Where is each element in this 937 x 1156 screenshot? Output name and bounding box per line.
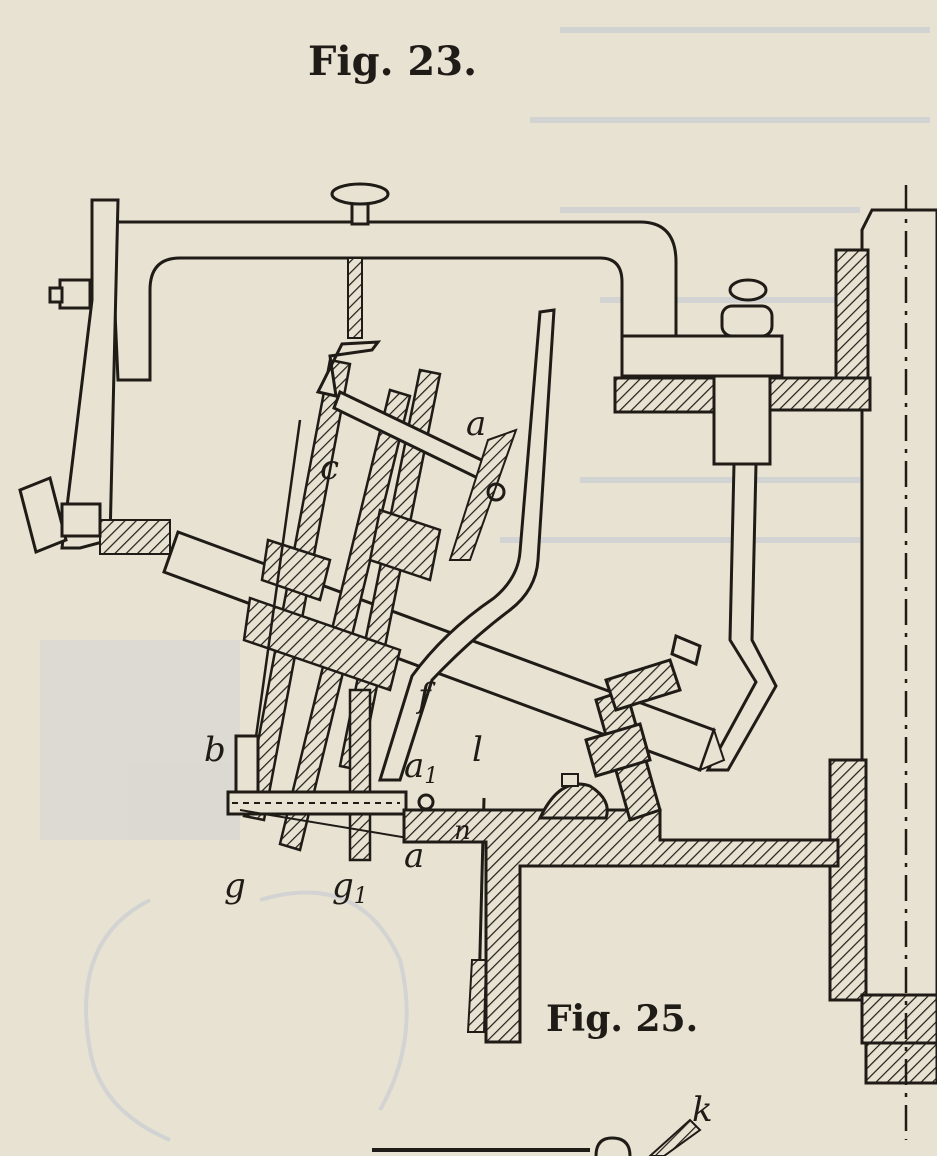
label-b: b <box>204 730 226 770</box>
curved-rod <box>377 308 556 782</box>
figure-25-caption: Fig. 25. <box>546 998 699 1040</box>
label-g1: g1 <box>332 866 368 909</box>
label-a1-base: a <box>404 746 425 786</box>
label-a-top: a <box>466 404 487 444</box>
label-a1-subscript: 1 <box>424 764 439 789</box>
right-bracket <box>613 278 872 772</box>
label-k: k <box>692 1090 713 1130</box>
inclined-rods <box>234 340 518 862</box>
bleed-through-text <box>40 27 930 1142</box>
fig25-fragment <box>372 1118 702 1156</box>
lower-table <box>402 633 840 1044</box>
main-column <box>828 185 937 1140</box>
label-g1-base: g <box>332 866 354 906</box>
label-a-bottom: a <box>404 836 425 876</box>
label-f: f <box>418 676 431 716</box>
lower-plate <box>226 790 488 1033</box>
upper-bracket <box>48 182 678 550</box>
figure-23-caption: Fig. 23. <box>308 38 478 85</box>
label-n: n <box>454 816 471 846</box>
label-g: g <box>224 866 246 906</box>
label-a1: a1 <box>404 746 438 789</box>
label-g1-subscript: 1 <box>353 884 368 909</box>
label-l: l <box>472 730 483 770</box>
label-c: c <box>320 448 340 488</box>
